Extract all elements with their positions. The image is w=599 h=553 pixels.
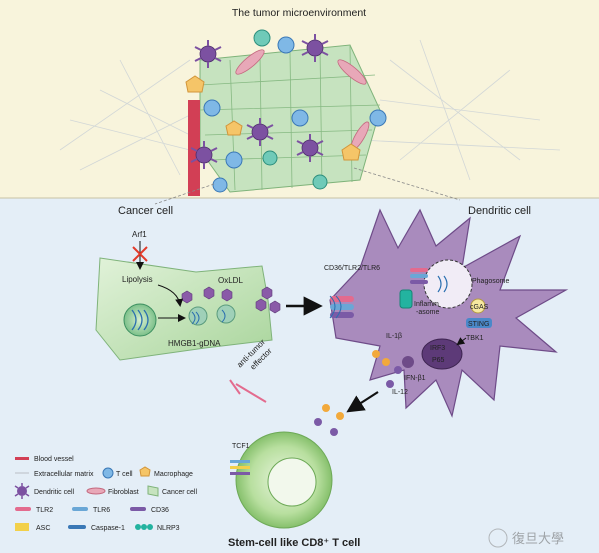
phagosome	[423, 259, 473, 309]
legend-extracellular-matrix: Extracellular matrix	[34, 471, 94, 478]
irf3-p65-complex	[421, 338, 463, 370]
dc-receptors	[329, 295, 354, 319]
blood-vessel	[188, 100, 200, 196]
il1b-label: IL-1β	[386, 333, 402, 340]
vesicle-group	[188, 304, 236, 326]
released-oxldl	[255, 286, 281, 314]
cgas	[470, 298, 486, 314]
p65-label: P65	[432, 357, 445, 364]
tcell-heading: Stem-cell like CD8⁺ T cell	[228, 537, 360, 549]
effector-inhibition	[229, 379, 267, 403]
legend-cd36: CD36	[151, 507, 169, 514]
cancer-nucleus	[123, 303, 157, 337]
sting-to-irf3-arrow	[456, 337, 467, 346]
cd8-t-cell	[230, 431, 333, 529]
tcf1-label: TCF1	[232, 443, 250, 450]
legend-cd36-swatch	[130, 507, 146, 511]
t-cell-group	[203, 29, 387, 193]
ifn1-label: IFN-β1	[404, 375, 426, 382]
sting	[466, 318, 492, 328]
legend-asc-swatch	[15, 523, 29, 531]
dendritic-cell-group	[190, 34, 329, 169]
legend-dendritic-cell-swatch	[14, 483, 30, 499]
sting-label: STING	[468, 321, 489, 328]
legend-blood-vessel: Blood vessel	[34, 456, 74, 463]
dendritic-cell-heading: Dendritic cell	[468, 205, 531, 217]
cytokine-dots	[314, 350, 402, 436]
lipolysis-label: Lipolysis	[122, 275, 153, 284]
legend-fibroblast-swatch	[86, 487, 106, 495]
dc-nucleus	[402, 356, 414, 368]
watermark-text: 復旦大學	[512, 531, 564, 547]
extracellular-matrix	[59, 39, 561, 181]
legend-fibroblast: Fibroblast	[108, 489, 139, 496]
cgas-label: cGAS	[470, 304, 489, 311]
macrophage-group	[185, 75, 361, 161]
cancer-cell-heading: Cancer cell	[118, 205, 173, 217]
watermark-seal	[488, 528, 508, 548]
watermark: 復旦大學	[488, 528, 564, 548]
legend-tlr6: TLR6	[93, 507, 110, 514]
legend-nlrp3: NLRP3	[157, 525, 180, 532]
legend-tlr6-swatch	[72, 507, 88, 511]
legend-dendritic-cell: Dendritic cell	[34, 489, 75, 496]
cancer-cell	[95, 257, 273, 361]
hmgb1-label: HMGB1-gDNA	[168, 339, 221, 348]
arf1-inhibition-cross	[132, 246, 148, 262]
legend-cancer-cell-swatch	[147, 485, 159, 497]
legend-caspase1: Caspase-1	[91, 525, 125, 532]
legend-tlr2: TLR2	[36, 507, 53, 514]
zoom-lines	[154, 167, 461, 205]
receptors-label: CD36/TLR2/TLR6	[324, 265, 380, 272]
tcell-receptor	[230, 460, 250, 463]
legend-macrophage: Macrophage	[154, 471, 193, 478]
irf3-label: IRF3	[430, 345, 445, 352]
arf1-label: Arf1	[132, 230, 147, 239]
legend-macrophage-swatch	[139, 466, 151, 477]
legend-nlrp3-swatch	[135, 524, 153, 530]
legend-cancer-cell: Cancer cell	[162, 489, 197, 496]
legend-caspase1-swatch	[68, 525, 86, 529]
tbk1-label: TBK1	[466, 335, 484, 342]
inflammasome-label: Inflamm-asome	[414, 301, 439, 316]
legend-blood-vessel-swatch	[15, 457, 29, 460]
dc-to-tcell-arrow	[346, 391, 379, 413]
oxldl-hexagons	[181, 286, 233, 304]
inflammasome-complex	[399, 289, 413, 309]
legend-asc: ASC	[36, 525, 50, 532]
lipolysis-arrow	[157, 284, 184, 307]
legend-t-cell-swatch	[102, 467, 114, 479]
legend-tlr2-swatch	[15, 507, 31, 511]
diagram-title: The tumor microenvironment	[232, 7, 366, 19]
phagosome-label: Phagosome	[472, 278, 509, 285]
phagosome-receptors	[410, 268, 428, 284]
legend-t-cell: T cell	[116, 471, 133, 478]
legend: Blood vessel Extracellular matrix T cell…	[14, 456, 197, 532]
oxldl-label: OxLDL	[218, 276, 243, 285]
il12-label: IL-12	[392, 389, 408, 396]
